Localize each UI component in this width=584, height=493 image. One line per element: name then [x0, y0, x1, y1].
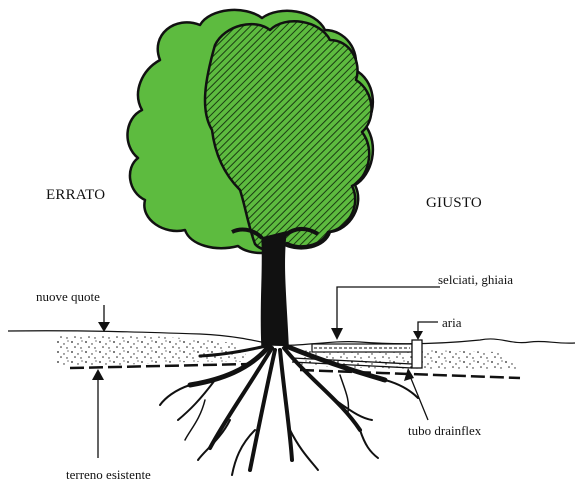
label-air: aria: [442, 316, 461, 329]
label-drain-pipe: tubo drainflex: [408, 424, 481, 437]
label-right: GIUSTO: [426, 196, 482, 211]
label-existing-ground: terreno esistente: [66, 468, 151, 481]
label-wrong: ERRATO: [46, 188, 105, 203]
label-paving: selciati, ghiaia: [438, 273, 513, 286]
trunk: [261, 232, 288, 345]
label-new-levels: nuove quote: [36, 290, 100, 303]
